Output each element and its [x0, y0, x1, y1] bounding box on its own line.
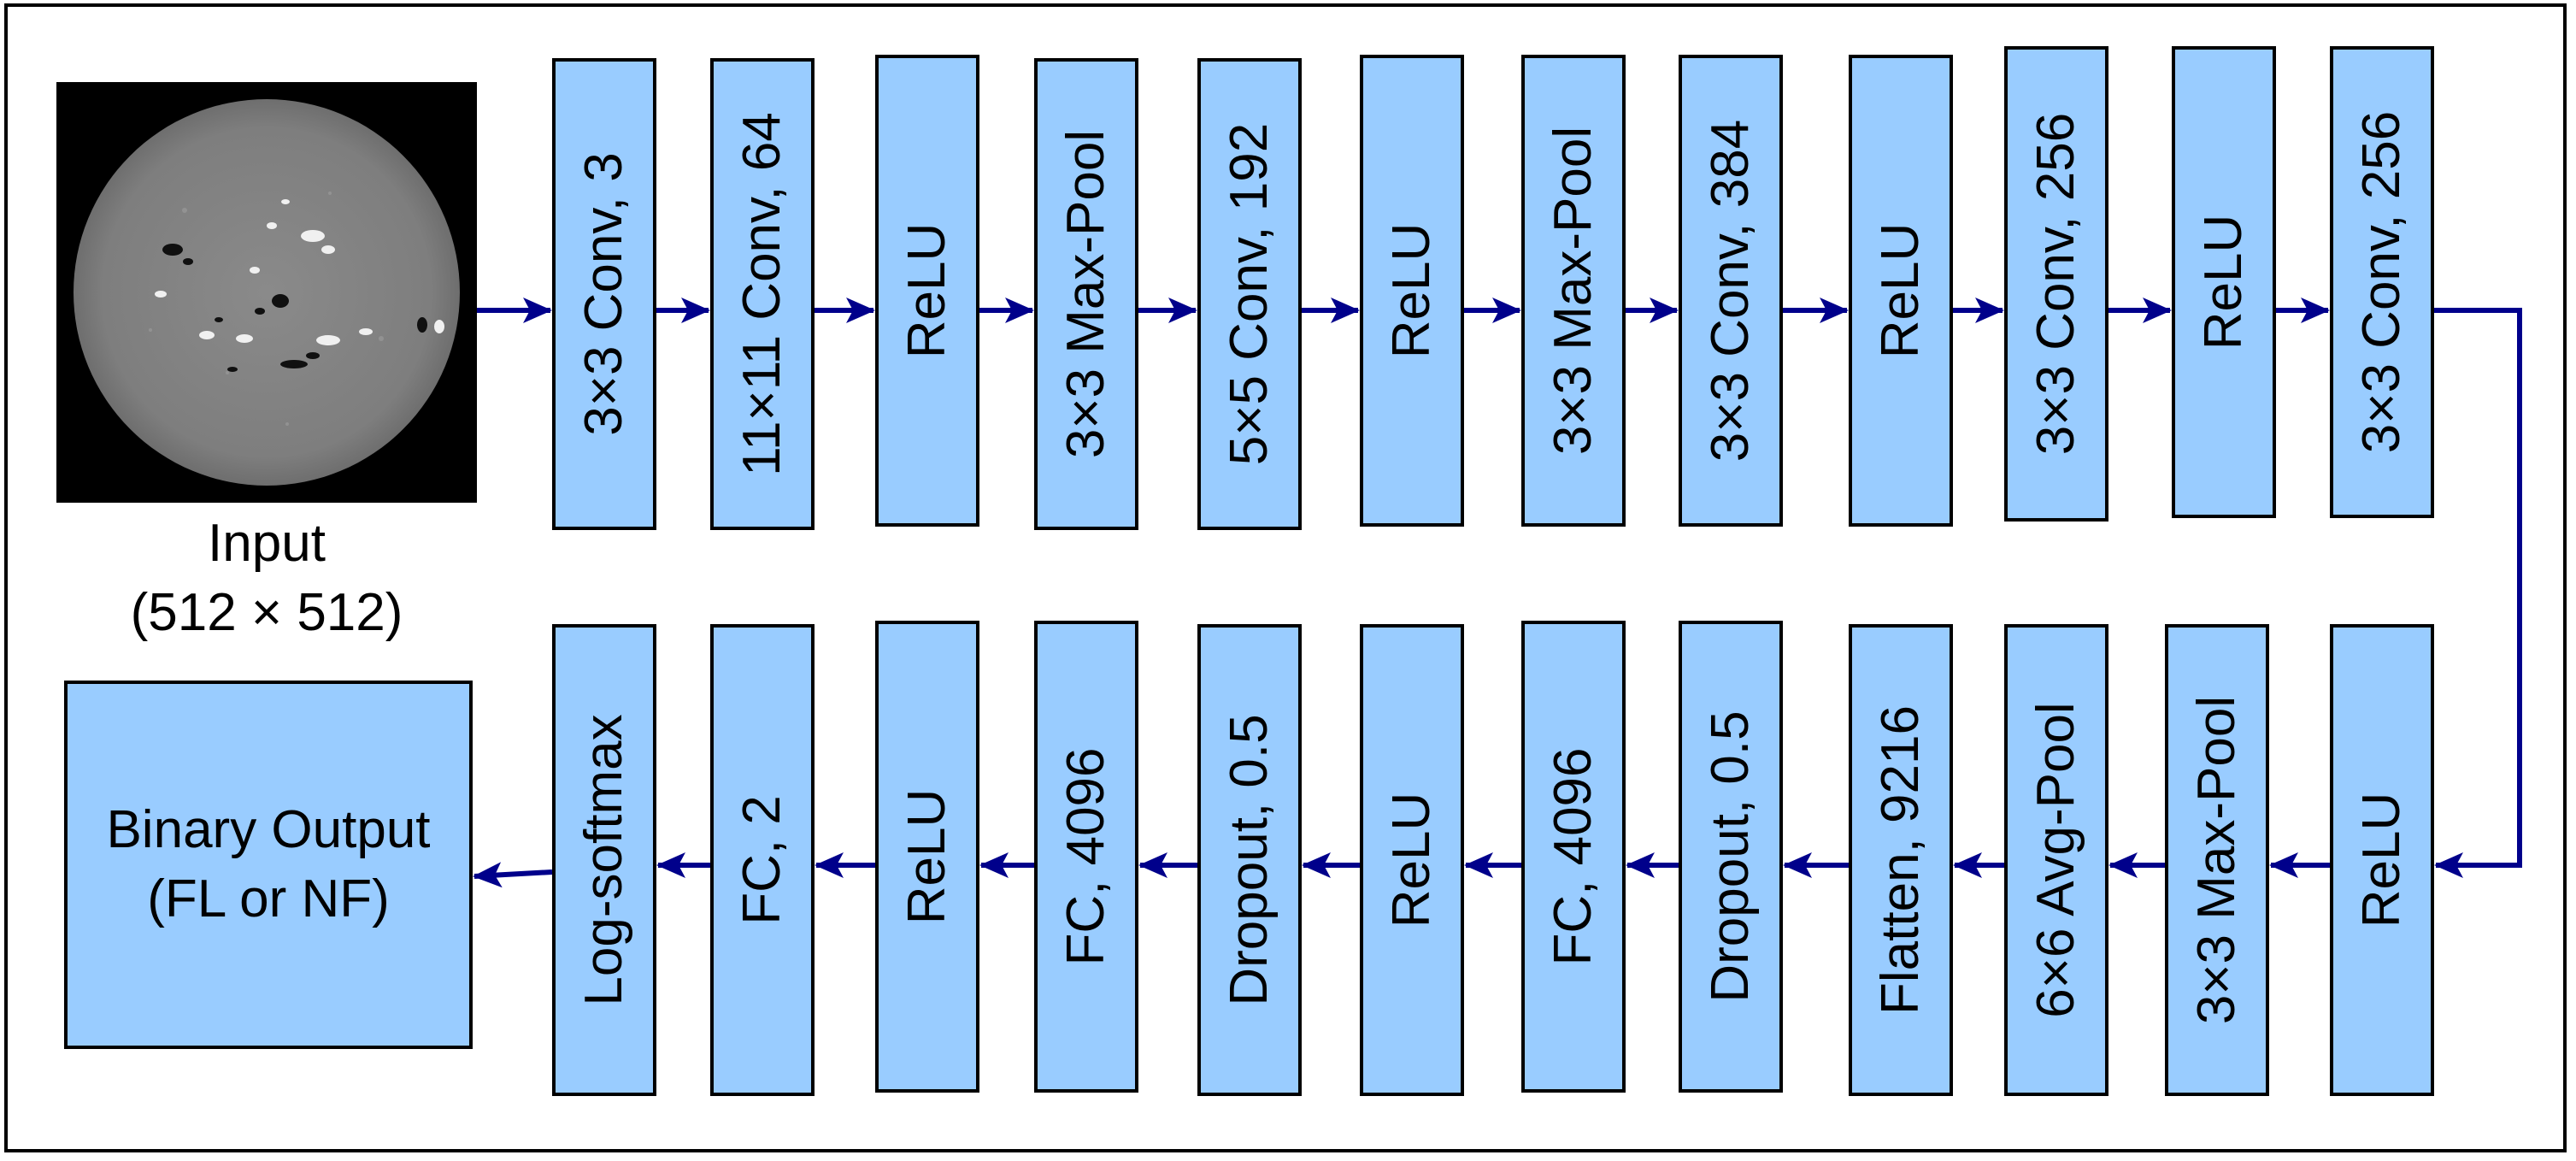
layer-top-12: 3×3 Conv, 256 — [2330, 46, 2434, 518]
layer-top-2: 11×11 Conv, 64 — [710, 58, 815, 530]
input-size: (512 × 512) — [130, 582, 403, 642]
layer-top-4: 3×3 Max-Pool — [1034, 58, 1138, 530]
layer-top-7: 3×3 Max-Pool — [1521, 55, 1626, 527]
layer-top-11: ReLU — [2172, 46, 2276, 518]
output-label-line1: Binary Output — [106, 799, 431, 859]
layer-bottom-8: Dropout, 0.5 — [1679, 621, 1783, 1093]
diagram-frame — [4, 3, 2567, 1152]
layer-bottom-7: FC, 4096 — [1521, 621, 1626, 1093]
output-label-line2: (FL or NF) — [147, 869, 390, 928]
arrow-connector — [2434, 308, 2522, 878]
input-image — [56, 82, 477, 503]
arrow-bottom-0 — [473, 862, 553, 888]
layer-top-1: 3×3 Conv, 3 — [552, 58, 656, 530]
layer-bottom-9: Flatten, 9216 — [1849, 624, 1953, 1096]
layer-top-8: 3×3 Conv, 384 — [1679, 55, 1783, 527]
layer-bottom-10: 6×6 Avg-Pool — [2004, 624, 2108, 1096]
layer-bottom-1: Log-softmax — [552, 624, 656, 1096]
layer-bottom-12: ReLU — [2330, 624, 2434, 1096]
layer-top-9: ReLU — [1849, 55, 1953, 527]
layer-bottom-5: Dropout, 0.5 — [1197, 624, 1302, 1096]
layer-top-10: 3×3 Conv, 256 — [2004, 46, 2108, 522]
layer-top-6: ReLU — [1360, 55, 1464, 527]
layer-bottom-2: FC, 2 — [710, 624, 815, 1096]
layer-top-3: ReLU — [875, 55, 979, 527]
layer-bottom-4: FC, 4096 — [1034, 621, 1138, 1093]
input-caption: Input (512 × 512) — [56, 510, 477, 647]
layer-top-5: 5×5 Conv, 192 — [1197, 58, 1302, 530]
sun-magnetogram-image — [74, 99, 460, 486]
layer-bottom-6: ReLU — [1360, 624, 1464, 1096]
layer-bottom-3: ReLU — [875, 621, 979, 1093]
input-title: Input — [208, 514, 326, 573]
layer-bottom-11: 3×3 Max-Pool — [2165, 624, 2269, 1096]
binary-output-box: Binary Output (FL or NF) — [64, 681, 473, 1049]
